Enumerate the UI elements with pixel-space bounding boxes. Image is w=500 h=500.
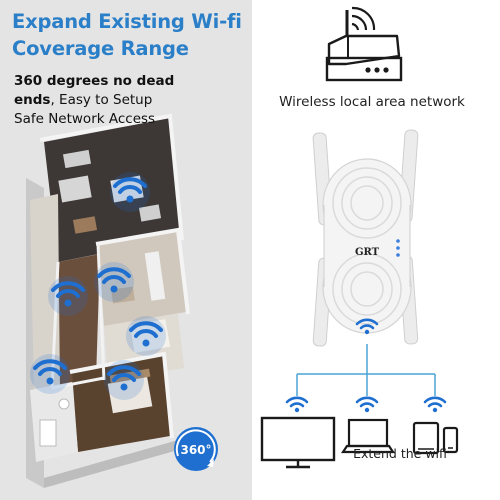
wifi-icon <box>46 274 90 318</box>
connector-lines <box>296 344 436 396</box>
wifi-icon <box>124 314 168 358</box>
wifi-icon <box>355 396 379 414</box>
wifi-icon <box>92 260 136 304</box>
headline-line-2: Coverage Range <box>12 37 189 60</box>
device-brand: GRT <box>355 247 380 258</box>
laptop-icon <box>340 418 396 454</box>
badge-text: 360° <box>180 443 211 457</box>
router-label: Wireless local area network <box>279 94 465 110</box>
floor-plan <box>26 113 190 488</box>
wifi-icon <box>102 358 146 402</box>
phone-icon <box>442 426 459 454</box>
tablet-icon <box>412 421 440 455</box>
monitor-icon <box>260 416 336 469</box>
wifi-icon <box>285 396 309 414</box>
feature-line-2: ends, Easy to Setup <box>14 92 152 108</box>
feature-line-3: Safe Network Access <box>14 111 156 127</box>
rotate-360-icon <box>174 427 218 471</box>
kitchen <box>98 232 186 326</box>
wifi-extender-device <box>312 129 419 347</box>
headline-line-1: Expand Existing Wi-fi <box>12 10 242 33</box>
wifi-icon <box>108 170 152 214</box>
extend-label: Extend the wifi <box>353 446 447 461</box>
wifi-icon <box>423 396 447 414</box>
feature-line-1: 360 degrees no dead <box>14 73 174 89</box>
wifi-icon <box>28 352 72 396</box>
feature-line-2-rest: , Easy to Setup <box>50 92 153 108</box>
router-icon <box>325 6 403 82</box>
feature-line-2-bold: ends <box>14 92 51 108</box>
feature-line-1-bold: 360 degrees no dead <box>14 73 175 89</box>
